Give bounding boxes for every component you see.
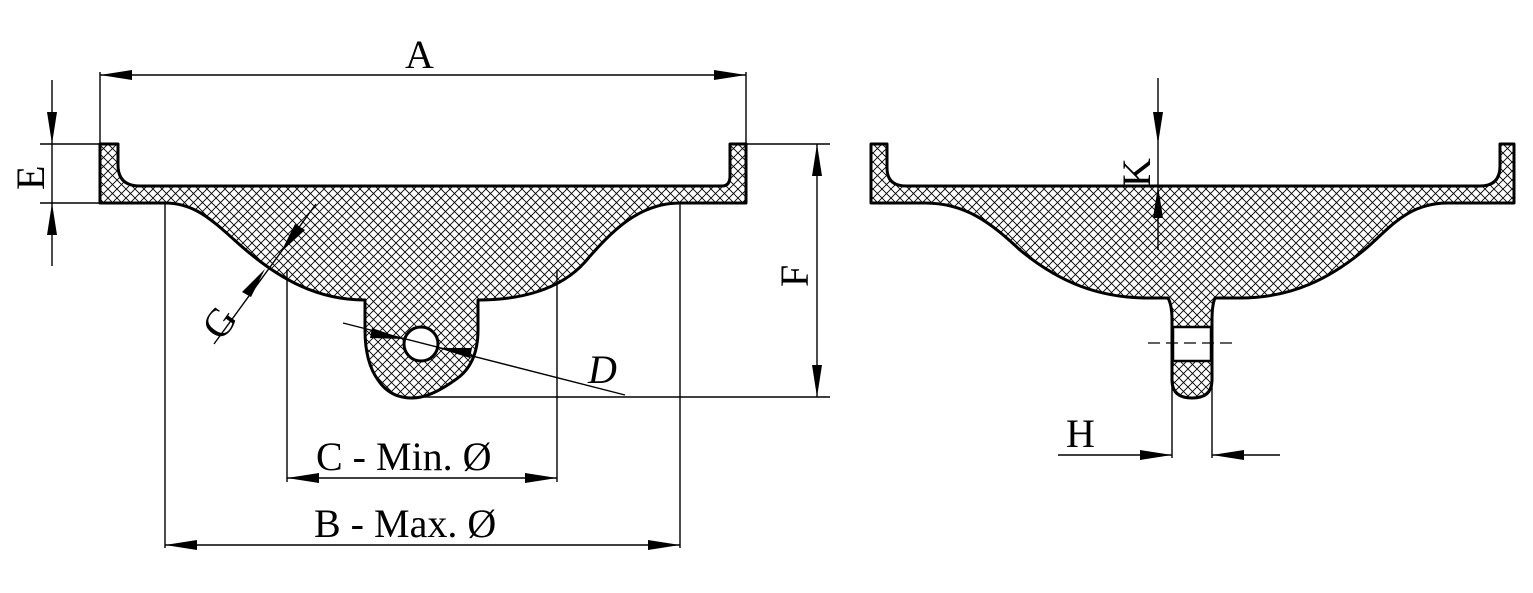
dimension-c: C - Min. Ø (286, 270, 558, 483)
section-view-left (98, 142, 748, 400)
bolt-hole (402, 325, 440, 363)
lug-cut-band (1171, 325, 1213, 363)
section-view-right (869, 142, 1516, 400)
label-h: H (1066, 411, 1095, 456)
dimension-b: B - Max. Ø (164, 203, 681, 550)
diaphragm-profile-left (98, 142, 748, 400)
label-g: G (193, 298, 246, 347)
diaphragm-profile-right (869, 142, 1516, 400)
dimension-d: D (342, 322, 626, 396)
label-c: C - Min. Ø (316, 434, 492, 479)
dimension-e: E (8, 80, 100, 266)
label-f: F (772, 265, 817, 287)
dimension-k: K (1114, 78, 1163, 250)
label-k: K (1114, 158, 1159, 187)
dimension-f: F (412, 143, 830, 398)
dimension-a: A (99, 32, 747, 144)
label-e: E (8, 166, 53, 190)
label-b: B - Max. Ø (314, 501, 496, 546)
label-d: D (587, 347, 617, 392)
dimension-h: H (1058, 380, 1280, 460)
label-a: A (405, 32, 434, 77)
